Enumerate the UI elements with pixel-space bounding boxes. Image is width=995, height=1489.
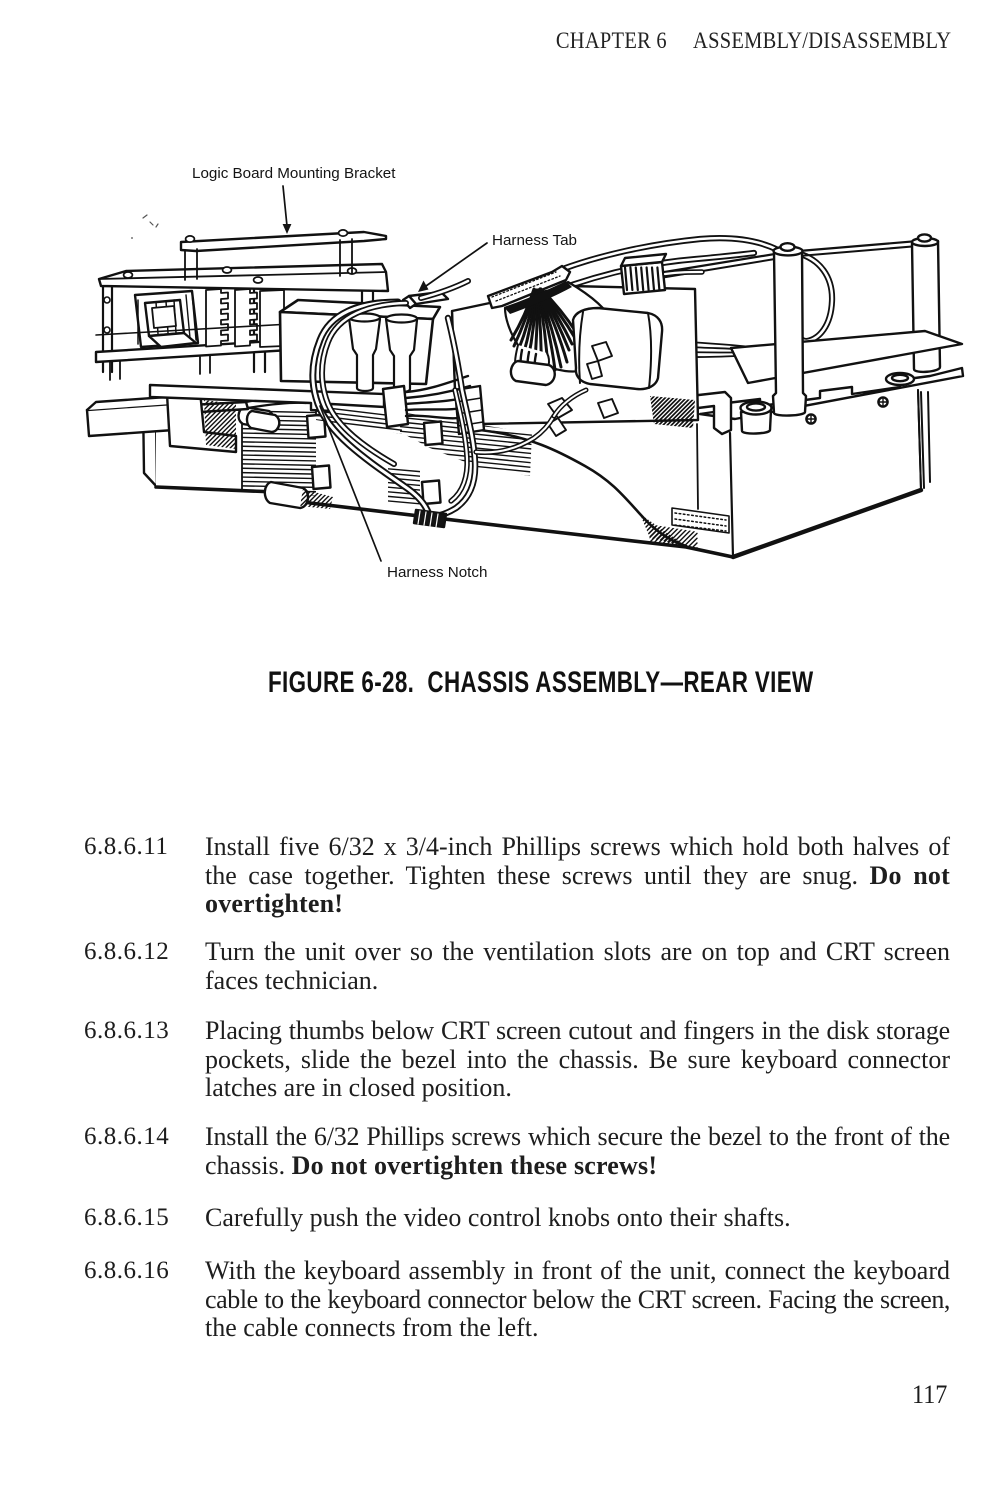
svg-text:Harness Tab: Harness Tab [492,232,577,249]
svg-text:Harness Notch: Harness Notch [387,564,487,581]
svg-text:Logic Board Mounting Bracket: Logic Board Mounting Bracket [192,165,396,182]
